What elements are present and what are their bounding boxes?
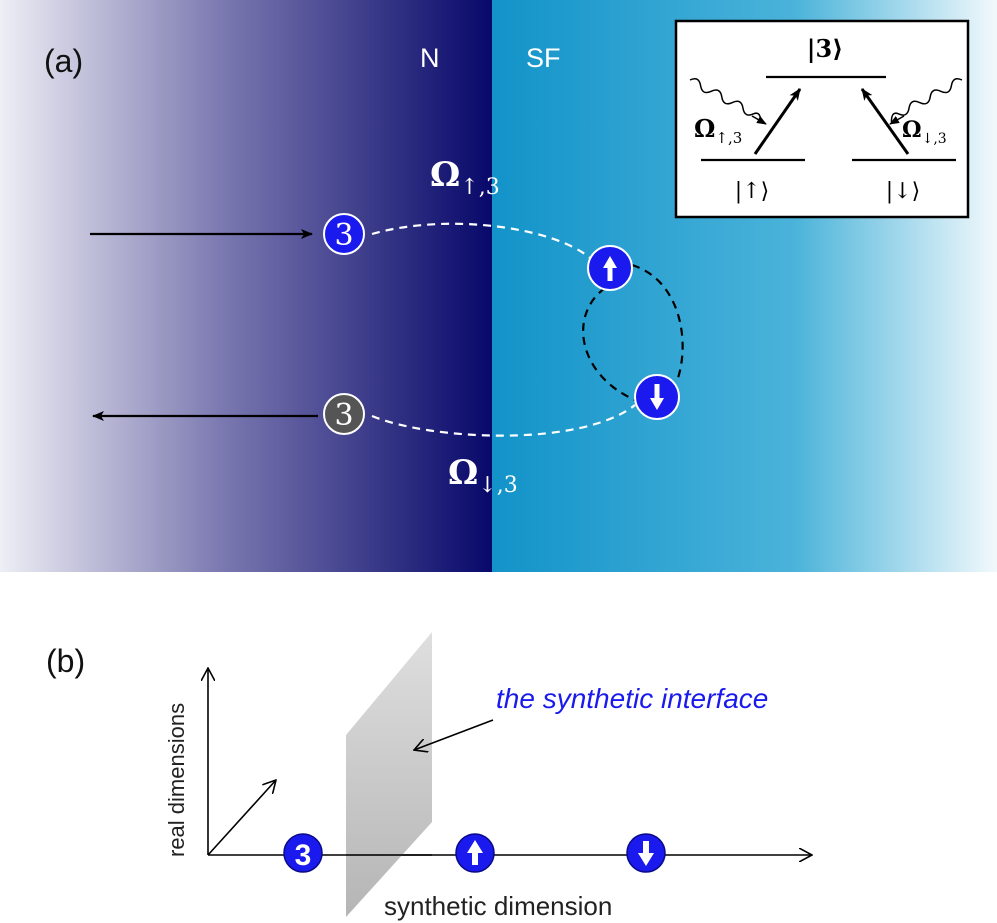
photon-right-icon [890, 78, 963, 123]
region-n-label: N [420, 43, 440, 73]
omega-down-label: Ω↓,3 [448, 453, 518, 498]
up-arrow-icon [467, 840, 483, 865]
inset-omega-down-label: Ω↓,3 [902, 117, 947, 147]
spin-up-state [587, 245, 633, 291]
svg-text:3: 3 [334, 398, 353, 433]
site-3: 3 [283, 833, 323, 873]
y-axis-label: real dimensions [164, 703, 189, 857]
transition-up-arrow [753, 88, 802, 155]
spin-down-state [634, 374, 680, 420]
dashed-path-lower [371, 404, 636, 437]
x-axis-label: synthetic dimension [384, 891, 612, 921]
level-down-label: |↓⟩ [886, 179, 920, 204]
svg-text:3: 3 [295, 839, 312, 872]
photon-left-icon [689, 78, 762, 123]
panel-a-label: (a) [44, 43, 83, 79]
level-scheme-inset: |3⟩ |↑⟩ |↓⟩ Ω↑,3 Ω↓,3 [674, 19, 970, 219]
normal-region [0, 0, 492, 572]
state-3-incoming: 3 [323, 213, 365, 255]
state-3-outgoing: 3 [323, 393, 365, 435]
panel-b-diagram: (b) 3 the synthetic interface real dimen… [46, 632, 997, 921]
site-spin-up [455, 833, 495, 873]
panel-b-label: (b) [46, 643, 85, 679]
dashed-path-upper [371, 222, 591, 259]
panel-a-diagram: (a) N SF Ω↑,3 Ω↓,3 3 3 |3⟩ |↑⟩ |↓⟩ [0, 0, 997, 572]
down-arrow-icon [638, 841, 654, 866]
level-up-label: |↑⟩ [735, 179, 769, 204]
interface-pointer-arrow [414, 719, 494, 750]
region-sf-label: SF [526, 43, 561, 73]
omega-up-label: Ω↑,3 [430, 155, 500, 200]
interface-label: the synthetic interface [496, 683, 768, 714]
level-3-label: |3⟩ [807, 34, 843, 63]
svg-text:3: 3 [334, 218, 353, 253]
down-arrow-icon [650, 384, 664, 410]
site-spin-down [626, 833, 666, 873]
up-arrow-icon [603, 256, 617, 281]
dashed-loop [582, 263, 684, 402]
synthetic-interface-plane [346, 632, 432, 917]
transition-down-arrow [860, 88, 910, 155]
inset-omega-up-label: Ω↑,3 [694, 114, 742, 147]
real-axis-diagonal [207, 780, 276, 856]
